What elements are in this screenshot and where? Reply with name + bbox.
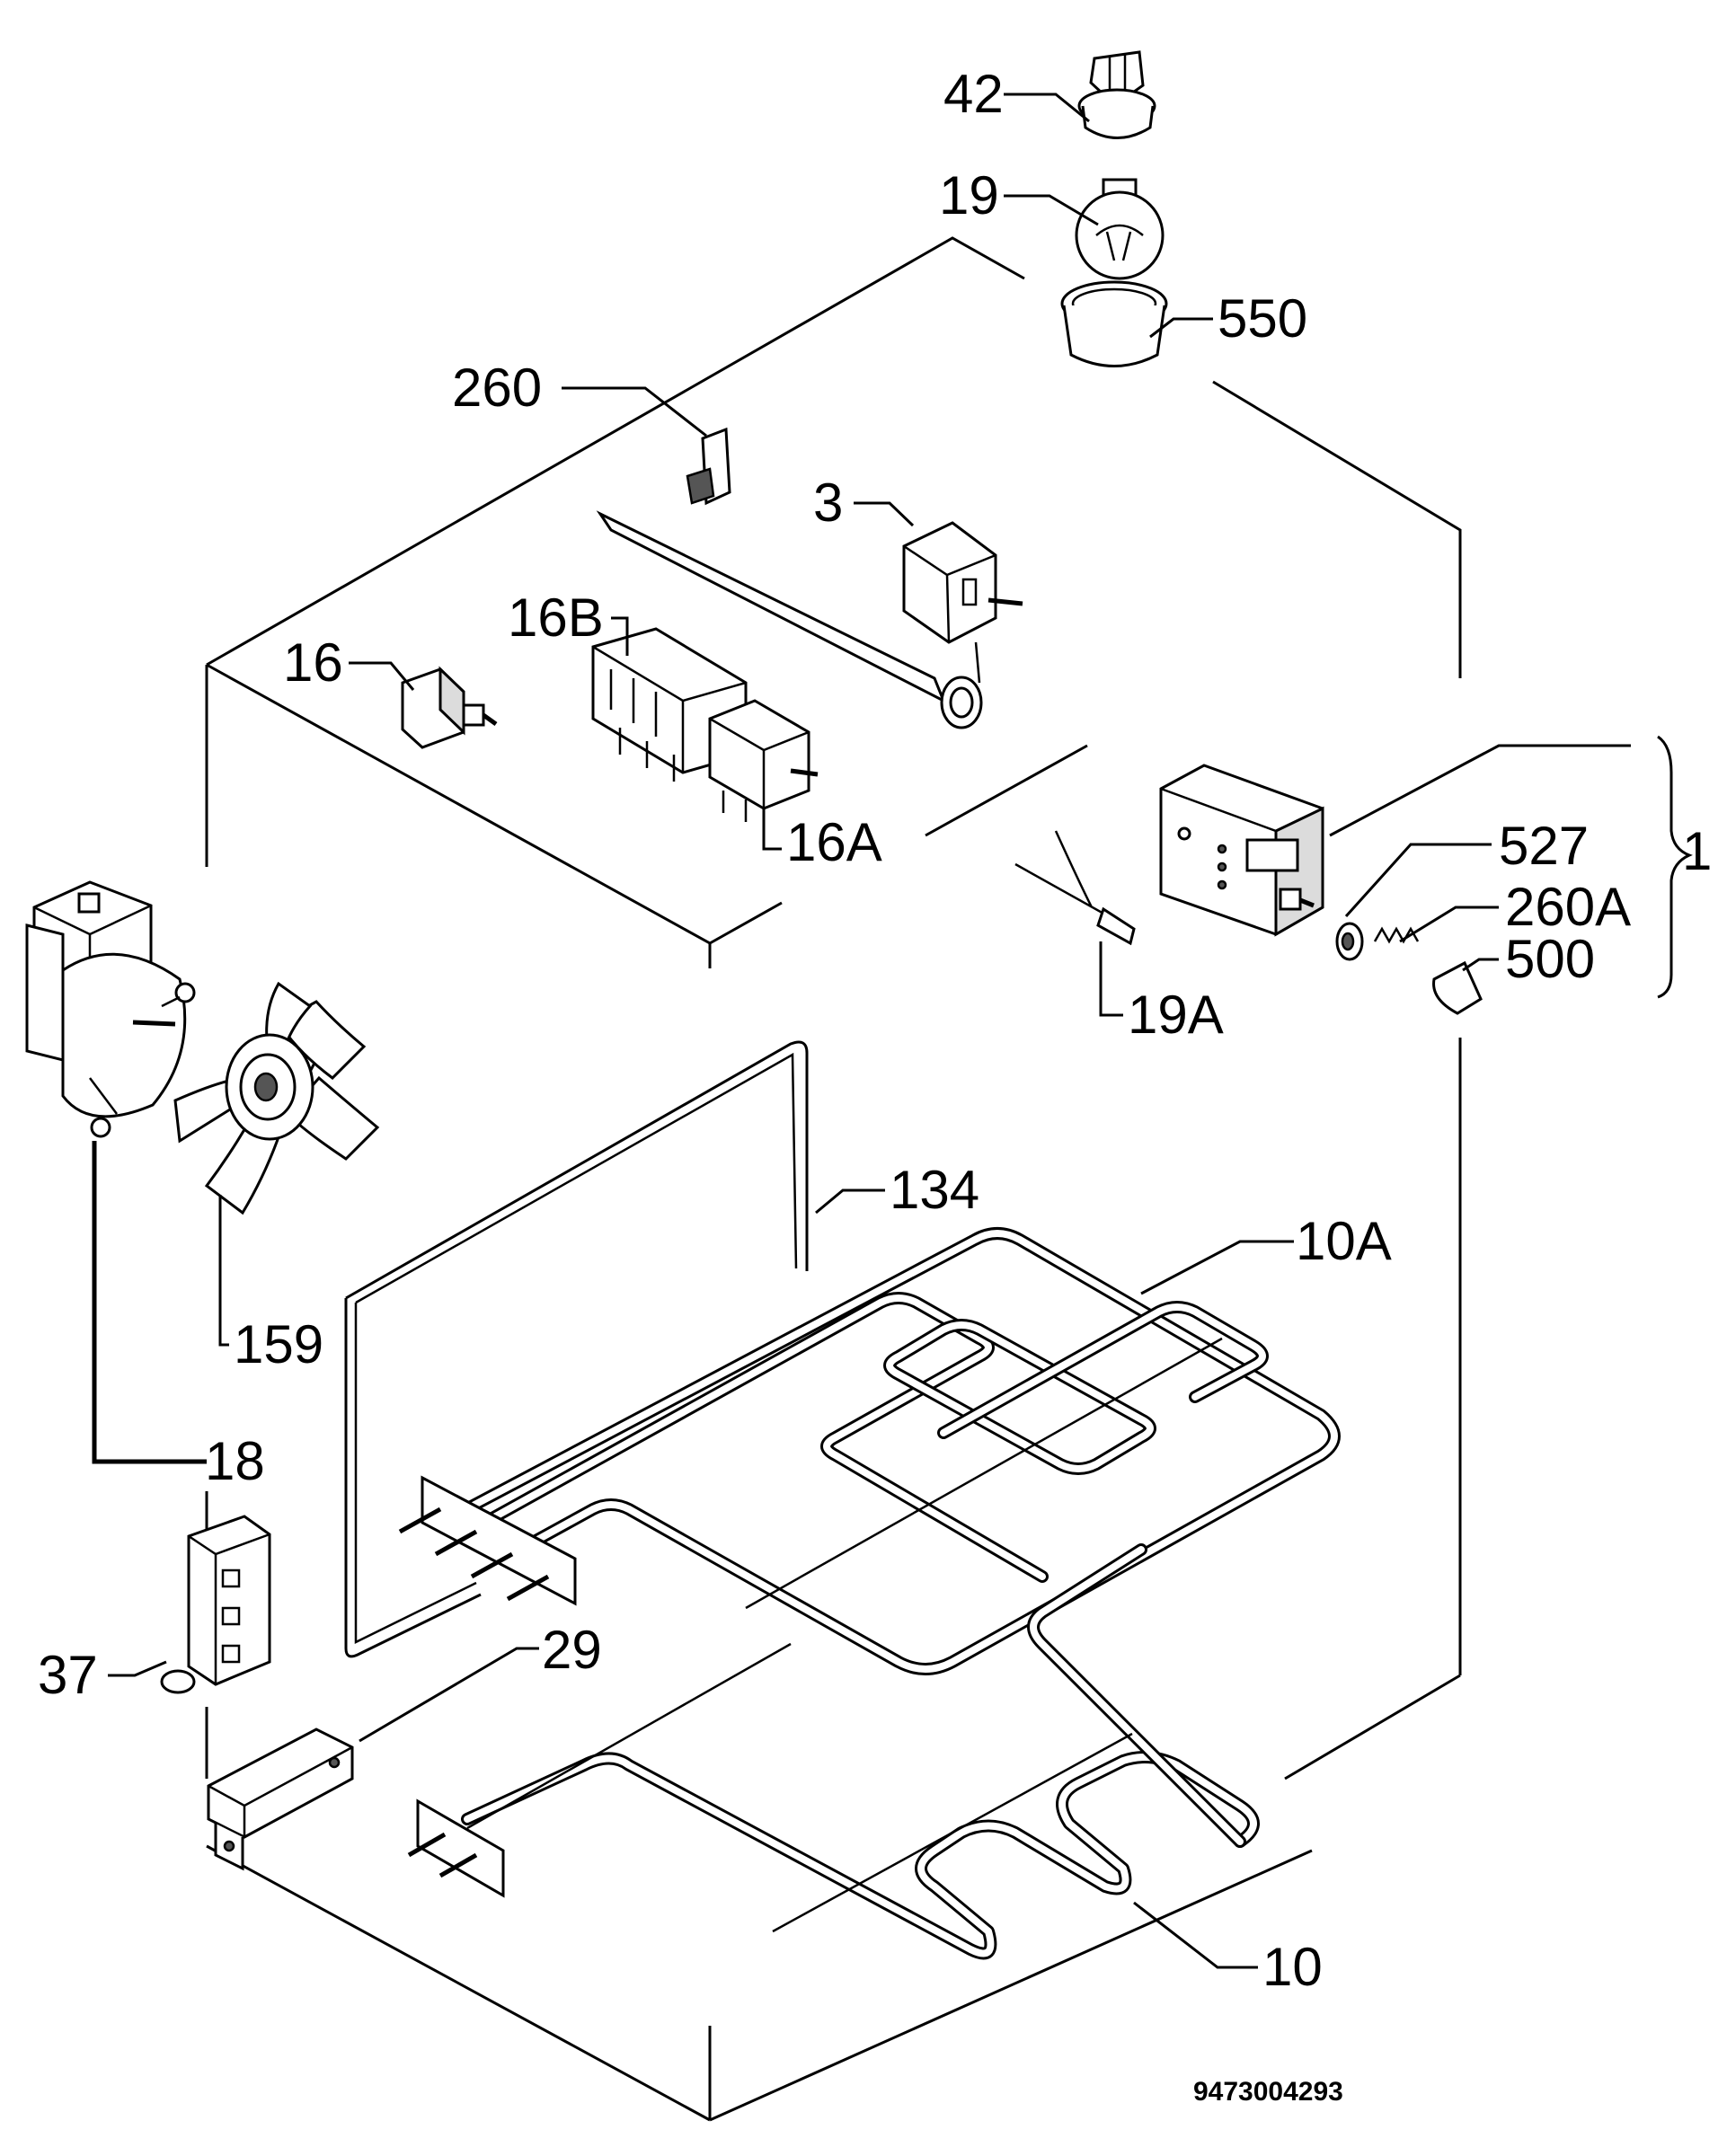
heating-element-lower (407, 1543, 1260, 1960)
label-10: 10 (1262, 1937, 1323, 1997)
label-16b: 16B (508, 588, 604, 648)
switch (401, 666, 498, 749)
label-500: 500 (1505, 929, 1595, 989)
label-527: 527 (1499, 816, 1589, 876)
lamp-cover-top (1077, 50, 1156, 139)
label-19: 19 (939, 165, 999, 225)
label-10a: 10A (1296, 1211, 1392, 1271)
label-29: 29 (542, 1620, 602, 1680)
bracket (207, 1727, 354, 1871)
label-37: 37 (38, 1645, 98, 1705)
timer-module (1159, 764, 1324, 937)
thermostat (596, 510, 1023, 729)
label-134: 134 (890, 1160, 979, 1220)
fan-motor (25, 880, 196, 1138)
label-18: 18 (205, 1431, 265, 1491)
probe-wire (1014, 830, 1136, 946)
label-1: 1 (1682, 821, 1712, 881)
label-16: 16 (283, 632, 343, 693)
rear-gasket-panel (344, 1040, 809, 1658)
label-42: 42 (943, 64, 1004, 124)
label-550: 550 (1218, 288, 1307, 349)
oven-cavity-outline (205, 236, 1462, 2122)
lamp-glass (1060, 280, 1168, 367)
label-19a: 19A (1128, 985, 1224, 1045)
clip (686, 427, 731, 506)
timer-knob-parts (1335, 922, 1483, 1015)
selector-switch-block (591, 627, 819, 822)
label-16a: 16A (786, 812, 882, 872)
label-260: 260 (452, 358, 542, 418)
terminal-block (160, 1515, 271, 1694)
grill-element-upper (398, 1227, 1341, 1675)
fan-blade (173, 981, 380, 1215)
leader-lines (92, 93, 1693, 1969)
label-3: 3 (813, 473, 843, 533)
lamp-bulb (1075, 178, 1165, 280)
label-260a: 260A (1505, 877, 1631, 937)
document-number: 9473004293 (1193, 2077, 1343, 2107)
part-labels: 42 19 550 260 3 16B 16 16A 527 260A 500 … (38, 64, 1712, 2107)
label-159: 159 (234, 1314, 323, 1374)
